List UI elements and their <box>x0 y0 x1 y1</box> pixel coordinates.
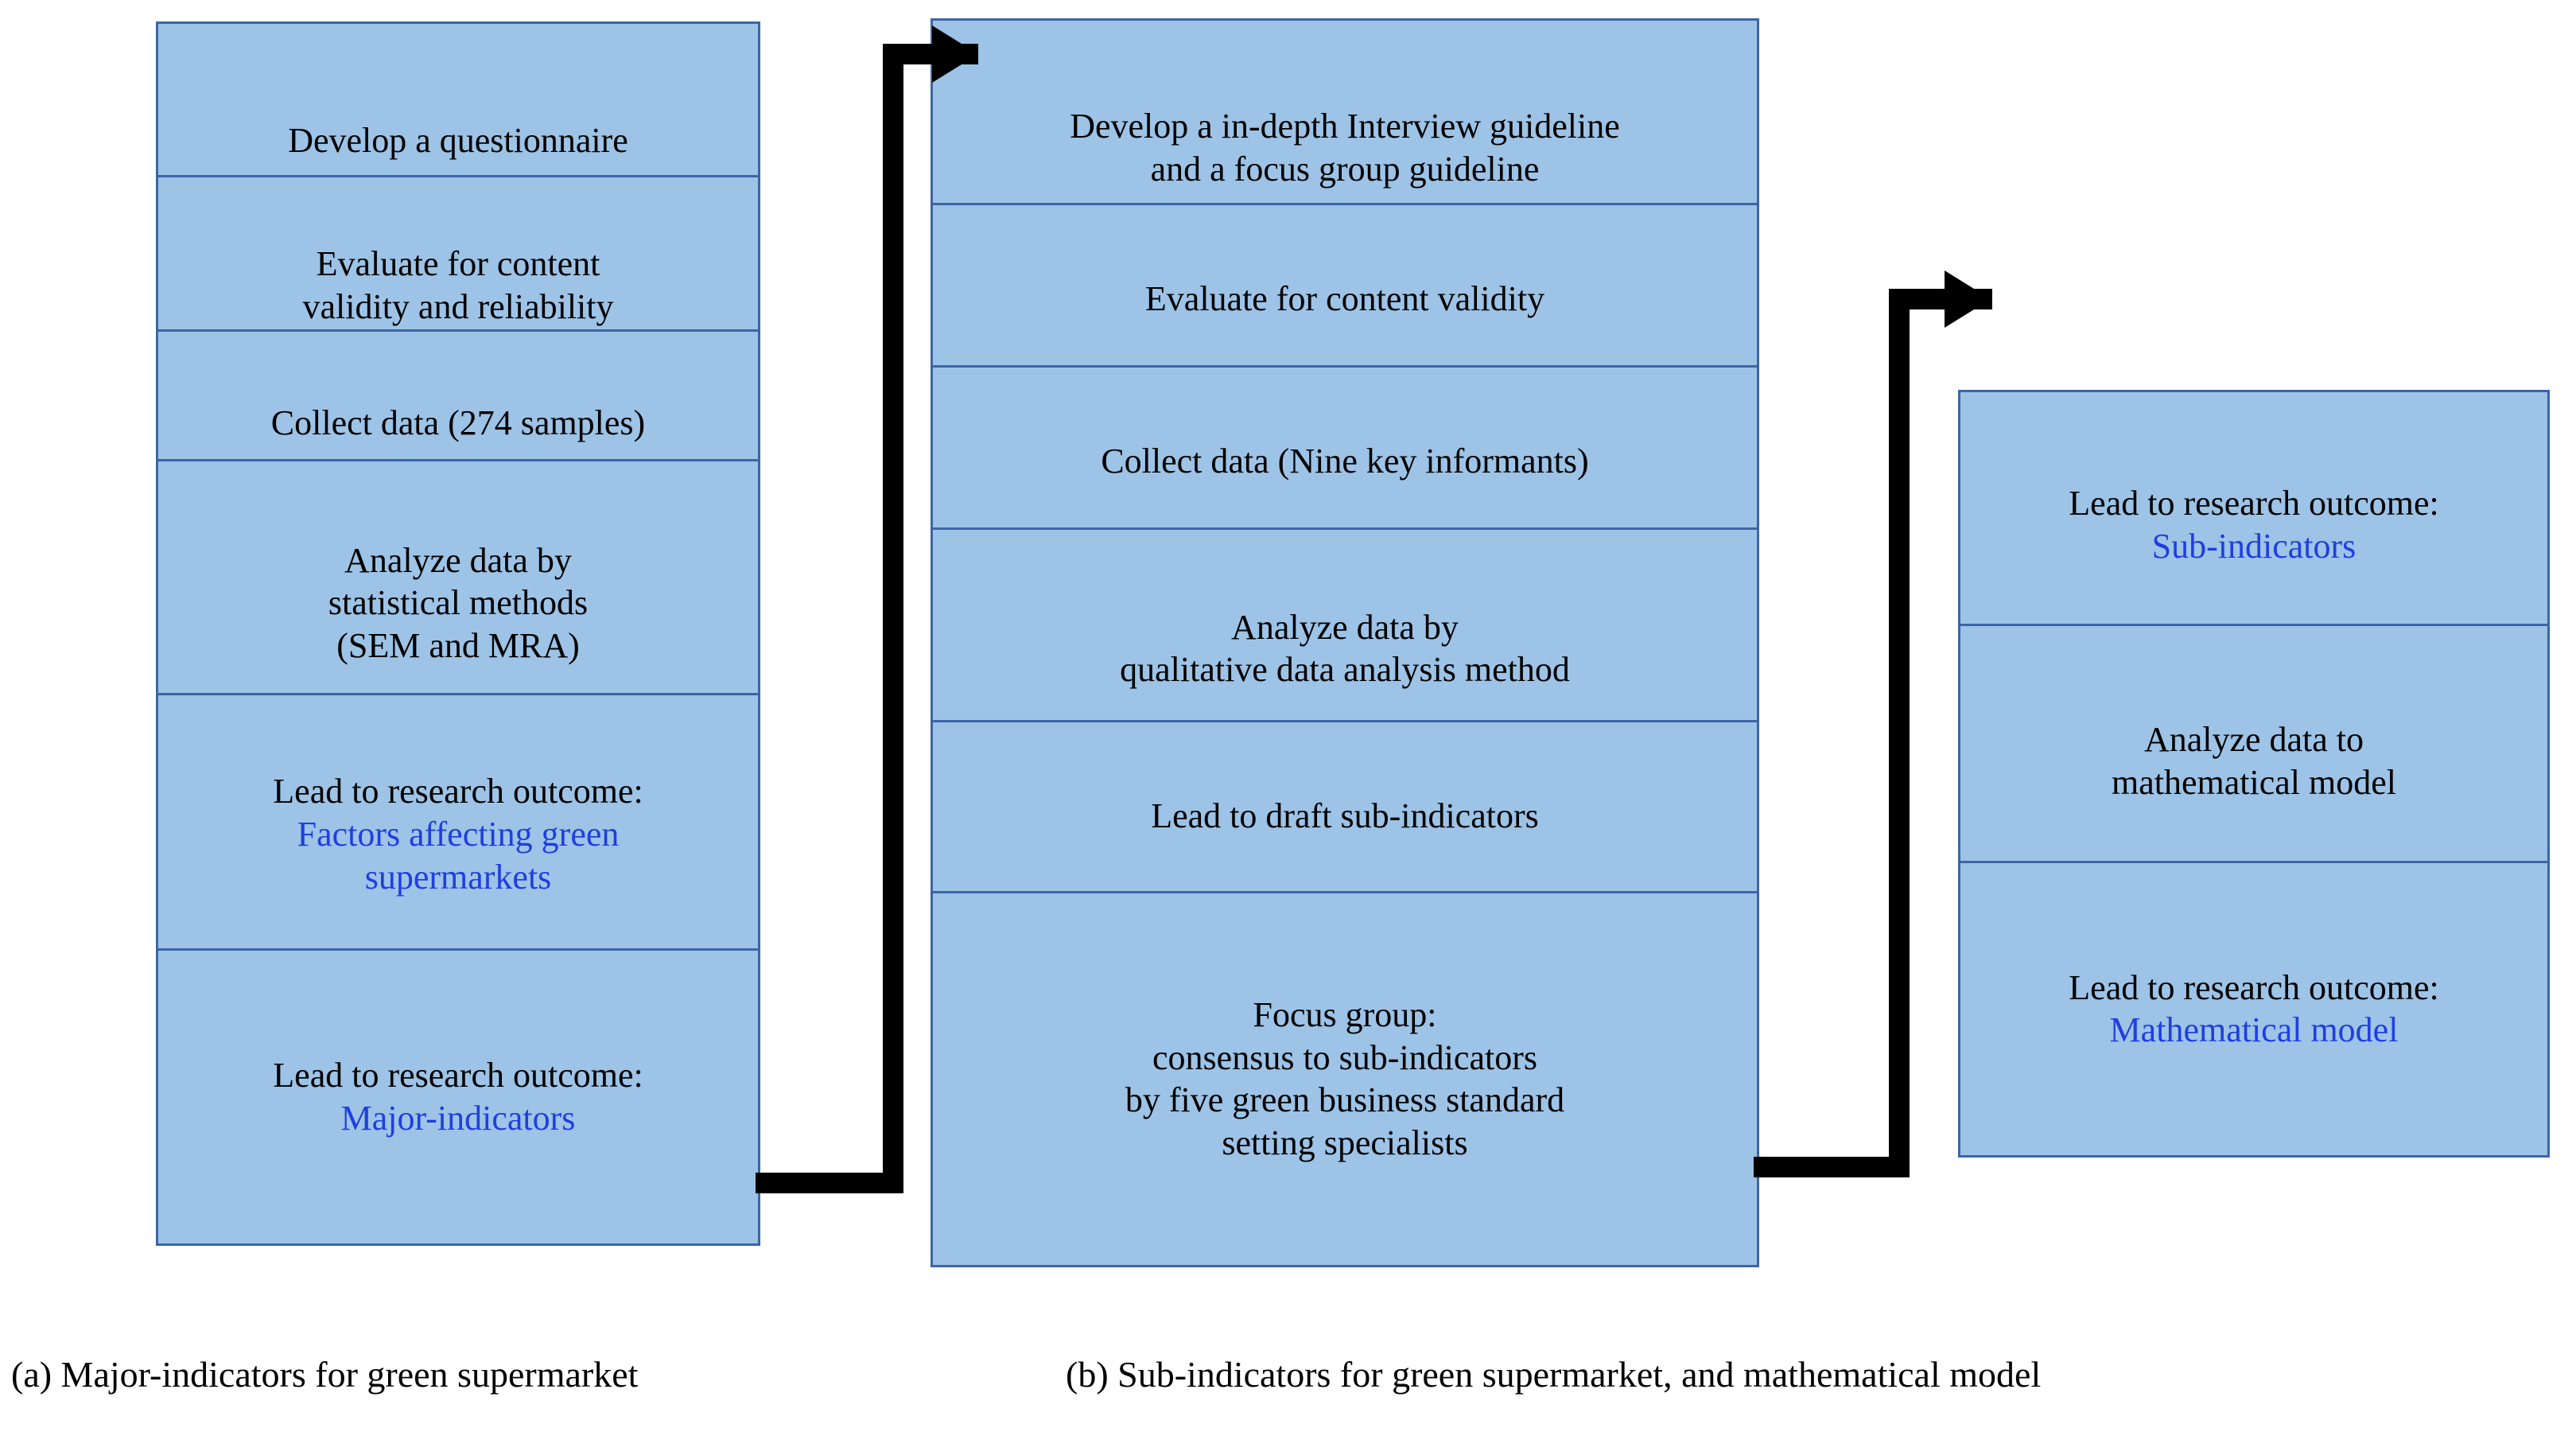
node-a6-line-2: Major-indicators <box>340 1098 576 1138</box>
node-a6[interactable]: Lead to research outcome: Major-indicato… <box>156 948 760 1246</box>
node-b3[interactable]: Collect data (Nine key informants) <box>931 365 1759 558</box>
node-c3[interactable]: Lead to research outcome: Mathematical m… <box>1958 860 2550 1158</box>
node-a5[interactable]: Lead to research outcome: Factors affect… <box>156 692 760 976</box>
elbow-arrow-head <box>1945 270 1991 328</box>
node-a2-line-2: validity and reliability <box>302 286 614 326</box>
node-b3-line-1: Collect data (Nine key informants) <box>1101 442 1589 481</box>
node-a3-line-1: Collect data (274 samples) <box>270 403 646 442</box>
node-b4-line-1: Analyze data by <box>1231 607 1459 647</box>
elbow-segment-vertical <box>1889 289 1910 1177</box>
node-c3-line-2: Mathematical model <box>2109 1010 2399 1050</box>
caption-b: (b) Sub-indicators for green supermarket… <box>1066 1354 2042 1395</box>
node-a4-line-3: (SEM and MRA) <box>336 626 580 666</box>
node-a5-line-2: Factors affecting green <box>297 814 620 854</box>
node-c3-line-1: Lead to research outcome: <box>2069 967 2439 1007</box>
node-a4-line-2: statistical methods <box>328 583 589 623</box>
node-b6-line-3: by five green business standard <box>1125 1080 1565 1120</box>
node-c1-line-2: Sub-indicators <box>2151 526 2356 566</box>
node-c1[interactable]: Lead to research outcome: Sub-indicators <box>1958 390 2550 660</box>
node-c2[interactable]: Analyze data to mathematical model <box>1958 624 2550 899</box>
node-b2[interactable]: Evaluate for content validity <box>931 203 1759 396</box>
elbow-segment-vertical <box>883 44 903 1193</box>
node-b6-line-2: consensus to sub-indicators <box>1152 1037 1537 1077</box>
elbow-arrow-head <box>932 25 978 83</box>
node-b1-line-2: and a focus group guideline <box>1150 149 1540 189</box>
elbow-b6-to-c1 <box>1754 270 1992 1177</box>
node-c2-line-1: Analyze data to <box>2143 720 2364 760</box>
elbow-a6-to-b1 <box>756 25 986 1193</box>
node-b2-line-1: Evaluate for content validity <box>1144 279 1545 319</box>
node-b5-line-1: Lead to draft sub-indicators <box>1151 796 1539 836</box>
node-b1-line-1: Develop a in-depth Interview guideline <box>1070 107 1620 146</box>
node-b5[interactable]: Lead to draft sub-indicators <box>931 720 1759 913</box>
elbow-segment-bottom <box>756 1173 903 1193</box>
node-a4-line-1: Analyze data by <box>344 540 572 580</box>
caption-a: (a) Major-indicators for green supermark… <box>11 1354 639 1395</box>
node-b6[interactable]: Focus group: consensus to sub-indicators… <box>931 890 1759 1268</box>
node-a5-line-1: Lead to research outcome: <box>273 772 643 811</box>
node-a1-line-1: Develop a questionnaire <box>288 121 628 161</box>
elbow-segment-bottom <box>1754 1157 1910 1177</box>
node-a6-line-1: Lead to research outcome: <box>273 1056 643 1095</box>
node-a5-line-3: supermarkets <box>364 857 552 897</box>
node-c2-line-2: mathematical model <box>2112 763 2396 803</box>
node-b4-line-2: qualitative data analysis method <box>1120 650 1570 690</box>
node-b6-line-1: Focus group: <box>1253 995 1437 1035</box>
node-a2-line-1: Evaluate for content <box>316 244 600 284</box>
node-b6-line-4: setting specialists <box>1222 1123 1468 1163</box>
node-c1-line-1: Lead to research outcome: <box>2069 483 2439 523</box>
